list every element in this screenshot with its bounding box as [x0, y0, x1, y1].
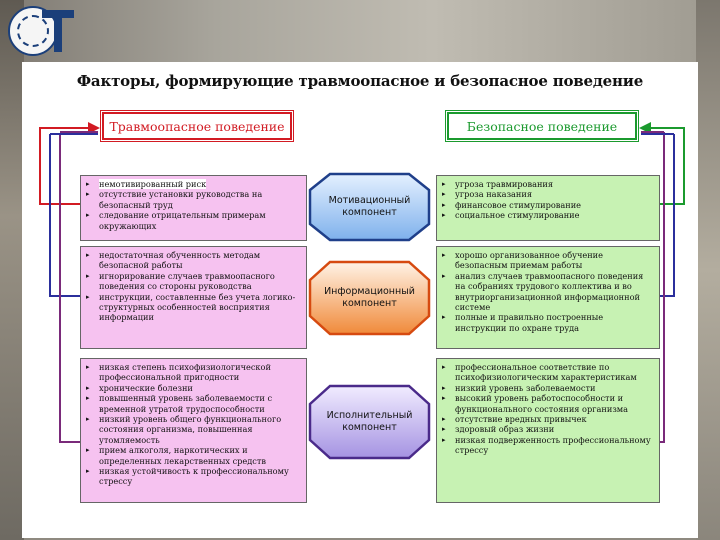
list-item: низкая подверженность профессиональному …: [442, 435, 655, 456]
connector-lines: [39, 122, 685, 443]
list-item: недостаточная обученность методам безопа…: [86, 250, 302, 271]
slide: Факторы, формирующие травмоопасное и без…: [22, 62, 698, 538]
list-item: низкий уровень заболеваемости: [442, 383, 655, 394]
list-item: профессиональное соответствие по психофи…: [442, 362, 655, 383]
list-item: угроза наказания: [442, 189, 655, 200]
header-dangerous-behavior: Травмоопасное поведение: [102, 112, 292, 140]
slide-title: Факторы, формирующие травмоопасное и без…: [76, 72, 644, 90]
list-item: игнорирование случаев травмоопасного пов…: [86, 271, 302, 292]
left-factors-informational: недостаточная обученность методам безопа…: [80, 246, 307, 349]
list-item: низкая степень психофизиологической проф…: [86, 362, 302, 383]
logo: [8, 6, 76, 58]
right-factors-motivational: угроза травмирования угроза наказания фи…: [436, 175, 660, 241]
left-factors-executive: низкая степень психофизиологической проф…: [80, 358, 307, 503]
list-item: здоровый образ жизни: [442, 424, 655, 435]
list-item: хронические болезни: [86, 383, 302, 394]
background-left: [0, 0, 24, 540]
background-right: [696, 0, 720, 540]
list-item: финансовое стимулирование: [442, 200, 655, 211]
list-item: социальное стимулирование: [442, 210, 655, 221]
list-item: угроза травмирования: [442, 179, 655, 190]
right-factors-executive: профессиональное соответствие по психофи…: [436, 358, 660, 503]
header-safe-behavior: Безопасное поведение: [447, 112, 637, 140]
list-item: полные и правильно построенные инструкци…: [442, 312, 655, 333]
logo-t-icon: [42, 10, 74, 52]
list-item: высокий уровень работоспособности и функ…: [442, 393, 655, 414]
list-item: отсутствие вредных привычек: [442, 414, 655, 425]
left-factors-motivational: немотивированный риск отсутствие установ…: [80, 175, 307, 241]
list-item: немотивированный риск: [86, 179, 302, 190]
list-item: отсутствие установки руководства на безо…: [86, 189, 302, 210]
list-item: анализ случаев травмоопасного поведения …: [442, 271, 655, 313]
list-item: следование отрицательным примерам окружа…: [86, 210, 302, 231]
list-item: низкая устойчивость к профессиональному …: [86, 466, 302, 487]
list-item: инструкции, составленные без учета логик…: [86, 292, 302, 323]
list-item: хорошо организованное обучение безопасны…: [442, 250, 655, 271]
list-item: повышенный уровень заболеваемости с врем…: [86, 393, 302, 414]
list-item: прием алкоголя, наркотических и определе…: [86, 445, 302, 466]
list-item: низкий уровень общего функционального со…: [86, 414, 302, 445]
background-top: [0, 0, 720, 62]
right-factors-informational: хорошо организованное обучение безопасны…: [436, 246, 660, 349]
